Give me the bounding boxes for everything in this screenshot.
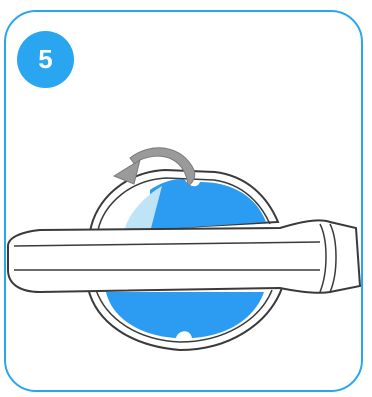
peeled-film-corner bbox=[125, 186, 162, 232]
lower-protective-film bbox=[106, 292, 264, 338]
door-handle bbox=[7, 219, 362, 294]
step-number: 5 bbox=[38, 44, 53, 74]
step-number-badge: 5 bbox=[17, 31, 74, 88]
upper-protective-film bbox=[150, 179, 266, 230]
curved-arrow-icon bbox=[112, 147, 196, 187]
